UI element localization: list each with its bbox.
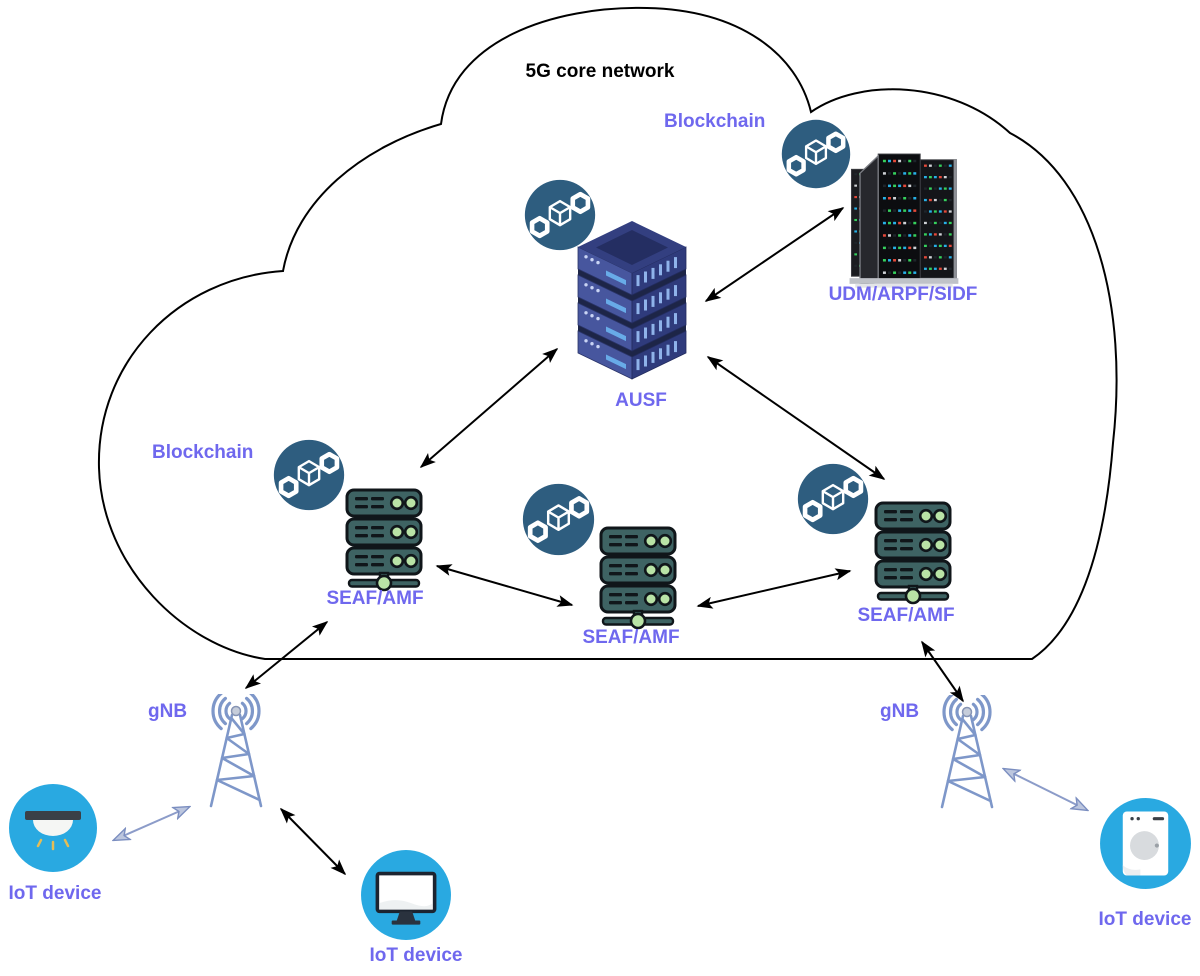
iot-left-label: IoT device (8, 883, 102, 904)
blockchain-icon (523, 178, 597, 252)
blockchain-icon (272, 438, 346, 512)
ausf-label: AUSF (615, 390, 667, 411)
monitor-icon (360, 849, 452, 941)
edge-ausf-seaf_right (706, 356, 886, 480)
blockchain-label: Blockchain (664, 111, 766, 132)
seaf-middle-label: SEAF/AMF (582, 627, 680, 648)
server-icon (598, 526, 678, 630)
iot-middle-label: IoT device (369, 945, 463, 966)
washing-machine-icon (1099, 797, 1192, 890)
iot-right-label: IoT device (1098, 909, 1192, 930)
server-stack-icon (572, 218, 692, 384)
server-icon (873, 501, 953, 605)
edge-ausf-seaf_left (419, 348, 559, 468)
edge-seaf_left-seaf_middle (435, 564, 574, 607)
blockchain-icon (521, 482, 596, 557)
seaf-left-label: SEAF/AMF (326, 588, 424, 609)
edge-seaf_middle-seaf_right (696, 568, 852, 609)
gnb-right-label: gNB (880, 701, 920, 722)
seaf-right-label: SEAF/AMF (857, 605, 955, 626)
blockchain-label: Blockchain (152, 442, 254, 463)
blockchain-icon (780, 118, 852, 190)
edge-gnb_right-iot_right (1004, 769, 1087, 810)
antenna-tower-icon (912, 695, 1022, 813)
diagram-title: 5G core network (525, 61, 675, 82)
ceiling-lamp-icon (8, 783, 98, 873)
blockchain-icon (796, 462, 870, 536)
edge-ausf-udm (704, 207, 845, 302)
edge-gnb_left-iot_middle (279, 807, 347, 876)
edge-seaf_right-gnb_right (921, 640, 964, 703)
edge-seaf_left-gnb_left (244, 621, 329, 689)
server-icon (344, 488, 424, 592)
antenna-tower-icon (181, 694, 291, 812)
server-rack-icon (840, 144, 966, 292)
udm-label: UDM/ARPF/SIDF (828, 284, 978, 305)
edge-iot_left-gnb_left (114, 807, 189, 840)
gnb-left-label: gNB (148, 701, 188, 722)
